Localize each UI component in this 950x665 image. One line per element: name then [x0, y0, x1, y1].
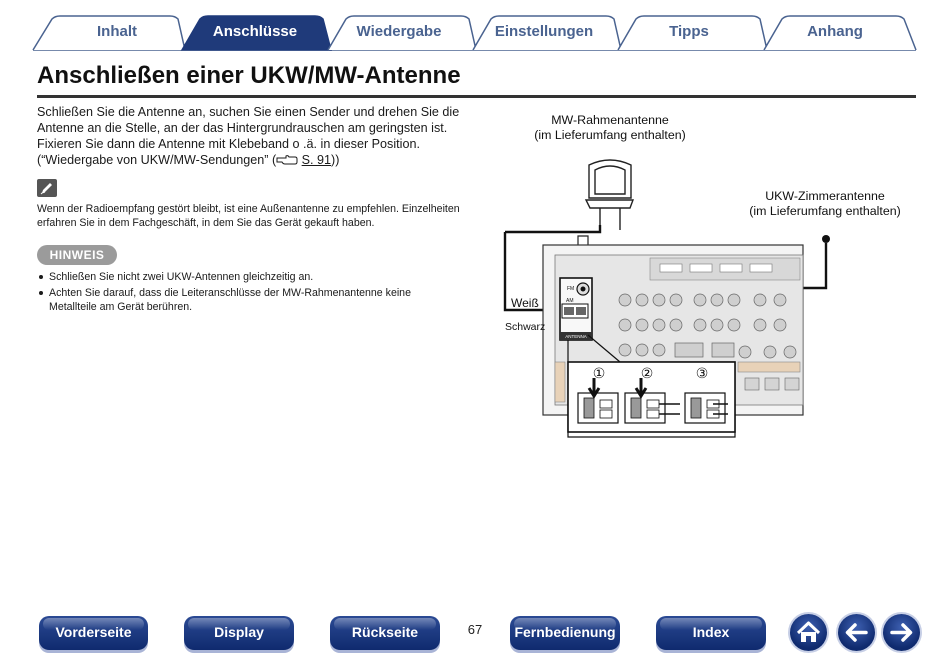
- pencil-icon: [37, 179, 57, 197]
- vorderseite-button[interactable]: Vorderseite: [39, 616, 148, 650]
- home-icon: [796, 621, 821, 642]
- step-number-3: ③: [696, 366, 709, 382]
- rueckseite-button[interactable]: Rückseite: [330, 616, 440, 650]
- mw-antenna-label: MW-Rahmenantenne (im Lieferumfang enthal…: [520, 113, 700, 143]
- step-number-2: ②: [641, 366, 654, 382]
- mw-antenna-label-line1: MW-Rahmenantenne: [551, 113, 669, 127]
- wire-white-label: Weiß: [511, 296, 539, 310]
- pointing-hand-icon: [276, 155, 298, 165]
- intro-end: )): [331, 153, 340, 167]
- wire-black-label: Schwarz: [505, 321, 545, 333]
- fernbedienung-button-label: Fernbedienung: [514, 624, 616, 640]
- index-button-label: Index: [692, 624, 730, 640]
- panel-fm-label: FM: [567, 286, 574, 292]
- note-text: Wenn der Radioempfang gestört bleibt, is…: [37, 203, 460, 229]
- terminal-step-1: [577, 378, 619, 424]
- mw-antenna-label-line2: (im Lieferumfang enthalten): [534, 128, 686, 142]
- button-shine: [43, 618, 144, 630]
- button-shine: [334, 618, 436, 630]
- forward-button[interactable]: [883, 614, 920, 651]
- hinweis-badge: HINWEIS: [37, 245, 117, 265]
- ukw-antenna-label-line1: UKW-Zimmerantenne: [765, 189, 885, 203]
- page-title: Anschließen einer UKW/MW-Antenne: [37, 62, 461, 89]
- button-shine: [514, 618, 616, 630]
- page-number: 67: [467, 622, 483, 637]
- mw-loop-antenna: [584, 159, 635, 230]
- button-shine: [660, 618, 762, 630]
- button-shine: [188, 618, 290, 630]
- index-button[interactable]: Index: [656, 616, 766, 650]
- fernbedienung-button[interactable]: Fernbedienung: [510, 616, 620, 650]
- panel-am-label: AM: [566, 298, 574, 304]
- tab-einstellungen[interactable]: Einstellungen: [494, 23, 594, 40]
- vorderseite-button-label: Vorderseite: [55, 624, 132, 640]
- arrow-left-icon: [845, 623, 868, 642]
- terminal-step-2: [624, 378, 680, 424]
- ukw-antenna-label: UKW-Zimmerantenne (im Lieferumfang entha…: [740, 189, 910, 219]
- tab-bar-shapes: [32, 15, 917, 51]
- tab-anschluesse[interactable]: Anschlüsse: [212, 23, 298, 40]
- ukw-antenna-label-line2: (im Lieferumfang enthalten): [749, 204, 901, 218]
- tab-wiedergabe[interactable]: Wiedergabe: [356, 23, 442, 40]
- tab-tipps[interactable]: Tipps: [669, 23, 709, 40]
- tab-inhalt[interactable]: Inhalt: [97, 23, 137, 40]
- display-button[interactable]: Display: [184, 616, 294, 650]
- tab-anhang[interactable]: Anhang: [807, 23, 863, 40]
- panel-antenna-label: ANTENNA: [565, 334, 587, 339]
- terminal-step-3: [684, 392, 728, 424]
- tab-bar: Inhalt Anschlüsse Wiedergabe Einstellung…: [0, 0, 950, 52]
- back-button[interactable]: [838, 614, 875, 651]
- list-item: Schließen Sie nicht zwei UKW-Antennen gl…: [37, 270, 457, 285]
- page-reference-link[interactable]: S. 91: [301, 153, 332, 167]
- antenna-terminal: [559, 277, 593, 341]
- hinweis-list: Schließen Sie nicht zwei UKW-Antennen gl…: [37, 270, 457, 316]
- step-number-1: ①: [593, 366, 606, 382]
- rueckseite-button-label: Rückseite: [351, 624, 419, 640]
- arrow-right-icon: [890, 623, 913, 642]
- intro-paragraph: Schließen Sie die Antenne an, suchen Sie…: [37, 104, 467, 168]
- list-item: Achten Sie darauf, dass die Leiteranschl…: [37, 286, 457, 315]
- intro-text: Schließen Sie die Antenne an, suchen Sie…: [37, 105, 460, 167]
- display-button-label: Display: [214, 624, 264, 640]
- home-button[interactable]: [790, 614, 827, 651]
- title-divider: [37, 95, 916, 98]
